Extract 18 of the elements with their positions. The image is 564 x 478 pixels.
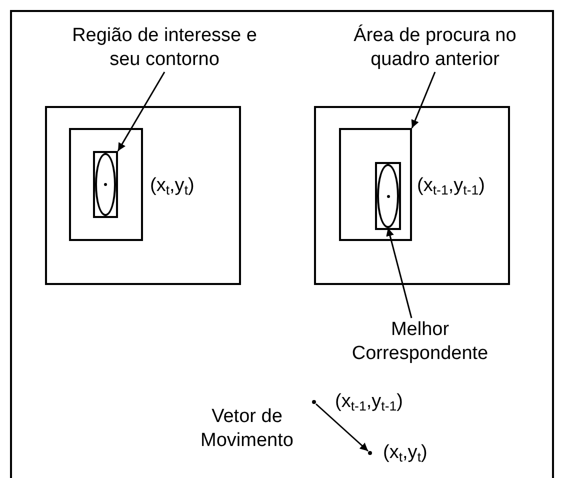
rectangle (339, 128, 412, 241)
callout-text: Região de interesse e seu contorno (72, 24, 257, 72)
arrow (117, 72, 166, 152)
arrow (316, 403, 368, 452)
arrow (411, 72, 436, 128)
coordinate-label: (x$_{t}$,y$_{t}$) (383, 441, 428, 465)
arrow (386, 228, 412, 318)
callout-text: Área de procura no quadro anterior (345, 24, 525, 72)
rectangle (45, 106, 241, 285)
point-dot (368, 451, 372, 455)
coordinate-label: (x$_{t}$,y$_{t}$) (150, 174, 194, 198)
caption-text: Vetor de Movimento (200, 405, 294, 453)
coordinate-label: (x$_{t-1}$,y$_{t-1}$) (417, 174, 485, 198)
coordinate-label: (x$_{t-1}$,y$_{t-1}$) (335, 390, 403, 414)
callout-text: Melhor Correspondente (335, 318, 505, 366)
point-dot (312, 400, 316, 404)
rectangle (314, 106, 510, 285)
rectangle (69, 128, 143, 241)
